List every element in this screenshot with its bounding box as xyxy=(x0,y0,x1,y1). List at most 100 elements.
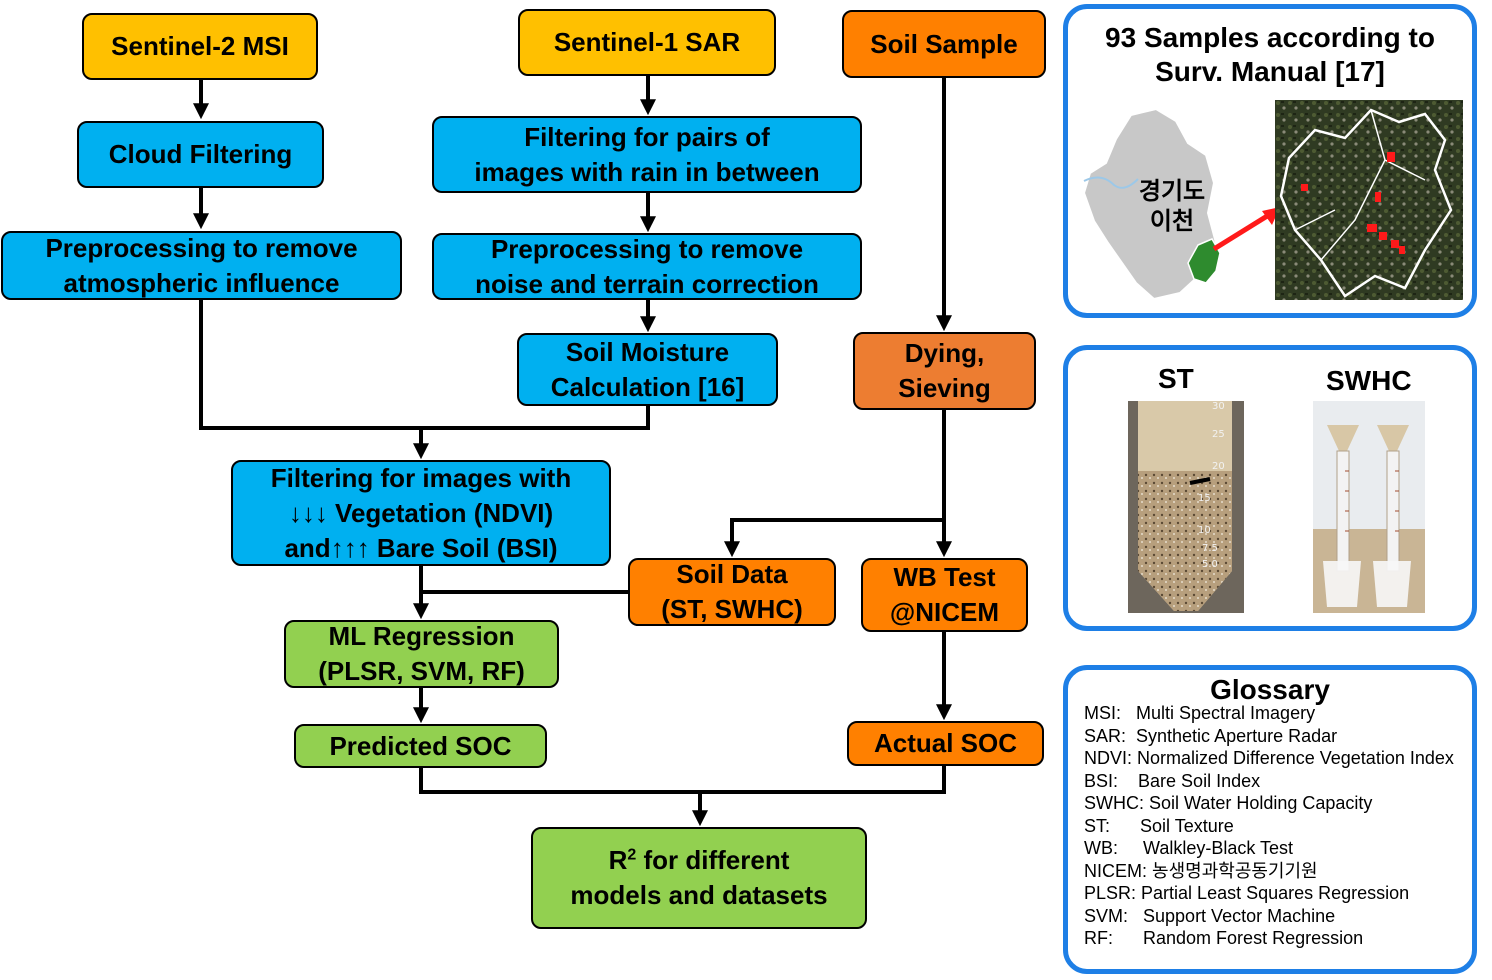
rain-pairs-line1: Filtering for pairs of xyxy=(524,121,770,152)
glossary-item: WB: Walkley-Black Test xyxy=(1084,837,1454,860)
veg-line1: Filtering for images with xyxy=(270,462,572,493)
tube-mark-15: 15 xyxy=(1198,493,1211,504)
glossary-definition: Multi Spectral Imagery xyxy=(1136,703,1316,723)
water-holding-photo xyxy=(1313,401,1425,613)
glossary-title: Glossary xyxy=(1210,674,1330,705)
glossary-abbr: SAR: xyxy=(1084,725,1137,746)
ml-line2: (PLSR, SVM, RF) xyxy=(318,656,525,686)
r2-line1: R2 for different xyxy=(609,843,790,878)
samples-title: 93 Samples according to Surv. Manual [17… xyxy=(1068,21,1472,89)
tube-mark-25: 25 xyxy=(1212,429,1225,440)
vegetation-baresoil-filter-box: Filtering for images with ↓↓↓ Vegetation… xyxy=(231,460,611,566)
cloud-filtering-box: Cloud Filtering xyxy=(77,121,324,188)
glossary-definition: Soil Texture xyxy=(1140,815,1234,836)
soil-data-box: Soil Data (ST, SWHC) xyxy=(628,558,836,626)
rain-pairs-filter-box: Filtering for pairs of images with rain … xyxy=(432,116,862,193)
ml-line1: ML Regression xyxy=(328,621,515,651)
glossary-abbr: BSI: xyxy=(1084,770,1139,791)
glossary-definition: Support Vector Machine xyxy=(1143,905,1336,926)
glossary-item: NICEM: 농생명과학공동기기원 xyxy=(1084,860,1454,883)
tube-mark-10: 10 xyxy=(1198,525,1211,536)
soil-data-line2: (ST, SWHC) xyxy=(661,594,803,624)
cloud-filtering-label: Cloud Filtering xyxy=(108,139,293,169)
arrow-split-soildata xyxy=(724,518,944,558)
actual-soc-label: Actual SOC xyxy=(873,728,1018,758)
atm-line1: Preprocessing to remove xyxy=(45,232,358,263)
glossary-abbr: WB: xyxy=(1084,838,1144,858)
sentinel1-sar-box: Sentinel-1 SAR xyxy=(518,9,776,76)
r2-result-box: R2 for different models and datasets xyxy=(531,827,867,929)
glossary-abbr: NDVI: xyxy=(1084,748,1138,768)
st-label: ST xyxy=(1158,363,1194,394)
noise-terrain-preprocessing-box: Preprocessing to remove noise and terrai… xyxy=(432,233,862,300)
gyeonggi-map: 경기도 이천 xyxy=(1082,107,1221,301)
glossary-definition: Soil Water Holding Capacity xyxy=(1149,793,1373,813)
glossary-definition: Synthetic Aperture Radar xyxy=(1136,725,1338,746)
glossary-abbr: PLSR: xyxy=(1084,883,1142,903)
tube-mark-7-5: 7.5 xyxy=(1202,543,1218,554)
samples-title-line2: Surv. Manual [17] xyxy=(1155,56,1385,87)
glossary-abbr: SWHC: xyxy=(1084,793,1149,813)
glossary-item: SWHC: Soil Water Holding Capacity xyxy=(1084,792,1454,815)
glossary-item: SVM: Support Vector Machine xyxy=(1084,905,1454,928)
veg-line2: ↓↓↓ Vegetation (NDVI) xyxy=(288,497,554,528)
glossary-item: PLSR: Partial Least Squares Regression xyxy=(1084,882,1454,905)
soil-sample-label: Soil Sample xyxy=(870,28,1018,59)
r2-base: R xyxy=(608,845,628,875)
glossary-item: RF: Random Forest Regression xyxy=(1084,927,1454,950)
predicted-soc-box: Predicted SOC xyxy=(294,724,547,768)
noise-line2: noise and terrain correction xyxy=(475,268,819,299)
sentinel2-label: Sentinel-2 MSI xyxy=(111,31,289,61)
glossary-abbr: ST: xyxy=(1084,815,1141,836)
veg-line3: and↑↑↑ Bare Soil (BSI) xyxy=(284,532,558,563)
moisture-line2: Calculation [16] xyxy=(550,371,745,402)
atm-line2: atmospheric influence xyxy=(63,267,340,298)
sentinel1-label: Sentinel-1 SAR xyxy=(553,27,741,57)
glossary-definition: Random Forest Regression xyxy=(1143,928,1364,948)
glossary-abbr: RF: xyxy=(1084,928,1144,948)
r2-rest: for different xyxy=(636,845,790,875)
samples-panel: 93 Samples according to Surv. Manual [17… xyxy=(1063,4,1477,318)
moisture-line1: Soil Moisture xyxy=(565,336,730,367)
r2-line2: models and datasets xyxy=(570,880,828,910)
glossary-item: BSI: Bare Soil Index xyxy=(1084,770,1454,793)
drying-sieving-box: Dying, Sieving xyxy=(853,332,1036,410)
glossary-item: SAR: Synthetic Aperture Radar xyxy=(1084,725,1454,748)
satellite-image xyxy=(1275,100,1463,300)
map-label-icheon: 이천 xyxy=(1150,207,1194,235)
atmospheric-preprocessing-box: Preprocessing to remove atmospheric infl… xyxy=(1,231,402,300)
tube-mark-20: 20 xyxy=(1212,461,1225,472)
samples-title-line1: 93 Samples according to xyxy=(1105,22,1435,53)
soil-data-line1: Soil Data xyxy=(676,559,788,589)
glossary-abbr: NICEM: xyxy=(1084,860,1153,881)
actual-soc-box: Actual SOC xyxy=(847,721,1044,766)
soil-tests-panel: ST SWHC 30 25 20 15 10 7.5 5.0 xyxy=(1063,345,1477,631)
soil-sample-box: Soil Sample xyxy=(842,10,1046,78)
glossary-definition: Normalized Difference Vegetation Index xyxy=(1137,748,1454,768)
wb-test-box: WB Test @NICEM xyxy=(861,558,1028,632)
glossary-definition: Walkley-Black Test xyxy=(1143,838,1294,858)
noise-line1: Preprocessing to remove xyxy=(490,233,804,264)
dying-line1: Dying, xyxy=(904,338,985,368)
glossary-definition: Bare Soil Index xyxy=(1138,770,1261,791)
glossary-definition: Partial Least Squares Regression xyxy=(1141,883,1410,903)
glossary-abbr: SVM: xyxy=(1084,905,1144,926)
r2-superscript: 2 xyxy=(627,846,637,864)
predicted-soc-label: Predicted SOC xyxy=(329,730,512,761)
sentinel2-msi-box: Sentinel-2 MSI xyxy=(82,13,318,80)
wb-line2: @NICEM xyxy=(889,597,1000,627)
glossary-definition: 농생명과학공동기기원 xyxy=(1152,860,1318,881)
soil-moisture-calc-box: Soil Moisture Calculation [16] xyxy=(517,333,778,406)
glossary-item: MSI: Multi Spectral Imagery xyxy=(1084,702,1454,725)
tube-mark-5-0: 5.0 xyxy=(1202,559,1218,570)
ml-regression-box: ML Regression (PLSR, SVM, RF) xyxy=(284,620,559,688)
rain-pairs-line2: images with rain in between xyxy=(474,156,820,187)
line-preatm-merge xyxy=(199,300,650,430)
map-label-gyeonggi: 경기도 xyxy=(1139,177,1205,205)
tube-mark-30: 30 xyxy=(1212,401,1225,412)
dying-line2: Sieving xyxy=(898,373,991,403)
glossary-item: NDVI: Normalized Difference Vegetation I… xyxy=(1084,747,1454,770)
